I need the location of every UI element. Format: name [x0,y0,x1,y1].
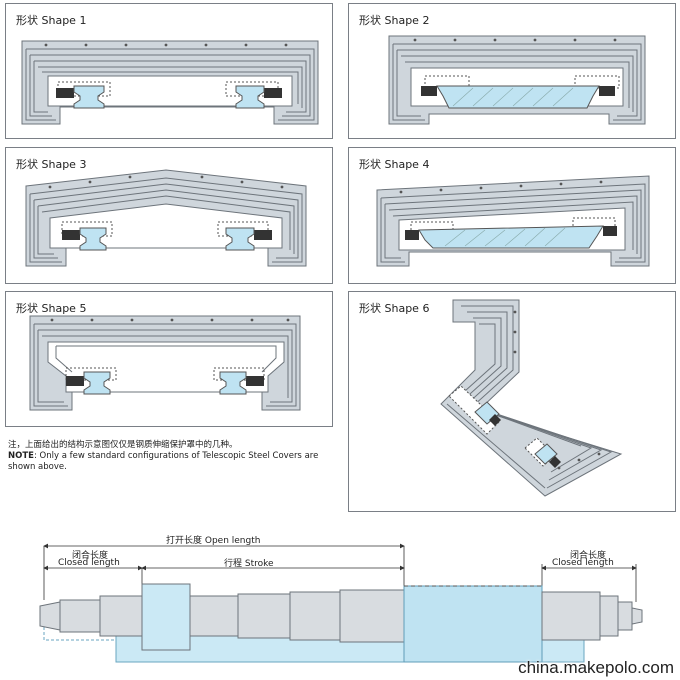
closed-length-left-cn: 闭合长度 [72,551,109,561]
closed-length-right-en: Closed length [552,558,614,568]
shape-1-title: 形状 Shape 1 [16,14,87,27]
note-chinese: 注，上面给出的结构示意图仅仅是钢质伸缩保护罩中的几种。 [8,440,238,450]
shape-5-panel: 形状 Shape 5 [5,291,333,427]
shape-3-title: 形状 Shape 3 [16,158,87,171]
shape-1-diagram [21,40,319,125]
shape-2-panel: 形状 Shape 2 [348,3,676,139]
shape-3-panel: 形状 Shape 3 [5,147,333,284]
shape-2-diagram [388,35,646,125]
note-block: 注，上面给出的结构示意图仅仅是钢质伸缩保护罩中的几种。 NOTE: Only a… [8,440,343,473]
shape-4-panel: 形状 Shape 4 [348,147,676,284]
shape-2-title: 形状 Shape 2 [359,14,430,27]
stroke-label: 行程 Stroke [224,559,274,569]
length-diagram [39,543,643,663]
note-english-label: NOTE [8,451,34,461]
closed-length-right-cn: 闭合长度 [570,551,607,561]
shape-6-diagram [440,299,623,497]
open-length-label: 打开长度 Open length [166,536,261,546]
shape-5-title: 形状 Shape 5 [16,302,87,315]
watermark: china.makepolo.com [518,658,674,677]
shape-4-diagram [376,175,650,267]
shape-5-diagram [29,315,301,411]
closed-length-left-en: Closed length [58,558,120,568]
shape-6-title: 形状 Shape 6 [359,302,430,315]
note-english: NOTE: Only a few standard configurations… [8,451,343,473]
shape-1-panel: 形状 Shape 1 [5,3,333,139]
shape-6-panel: 形状 Shape 6 [348,291,676,512]
note-english-text: : Only a few standard configurations of … [8,451,319,472]
shape-3-diagram [25,169,307,267]
shape-4-title: 形状 Shape 4 [359,158,430,171]
